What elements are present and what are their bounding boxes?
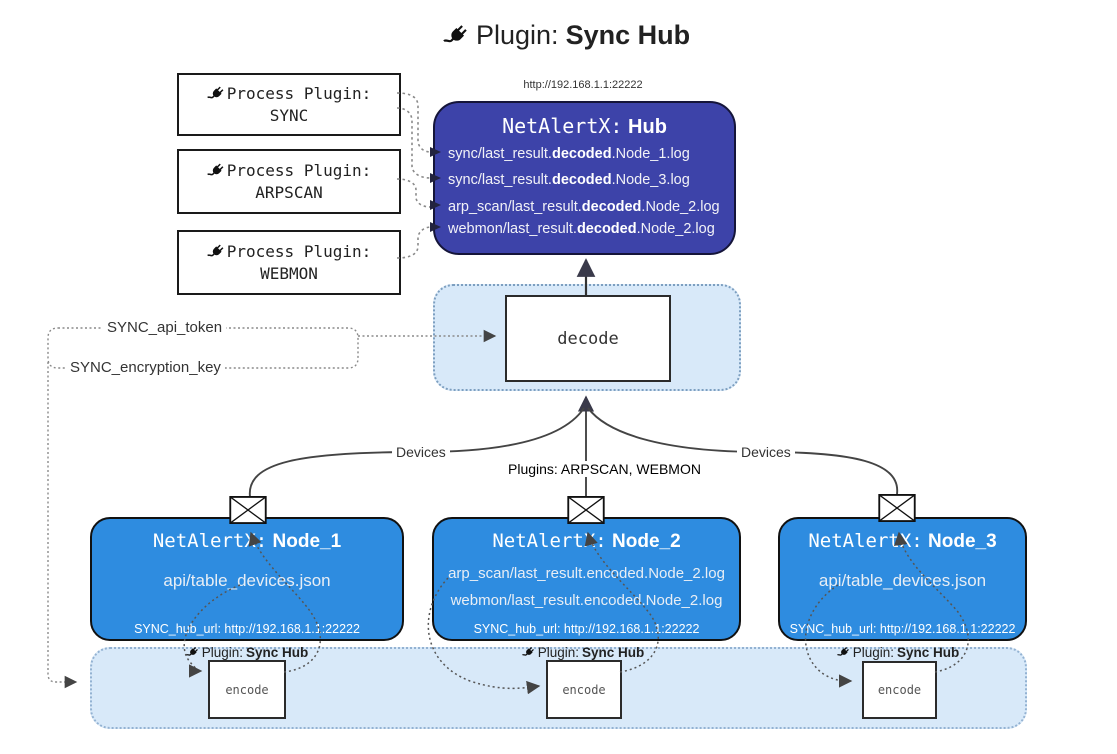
hub-url: http://192.168.1.1:22222 — [523, 79, 643, 91]
process-plugin-name: SYNC — [269, 106, 309, 125]
hub-log-line: webmon/last_result.decoded.Node_2.log — [448, 221, 715, 237]
hub-log-line: sync/last_result.decoded.Node_3.log — [448, 172, 690, 188]
encode-plugin-label: Plugin:Sync Hub — [152, 645, 342, 660]
plug-icon — [443, 24, 467, 42]
process-to-hub-links — [396, 92, 432, 259]
node-footer: SYNC_hub_url: http://192.168.1.1:22222 — [473, 622, 700, 636]
process-plugin-sync: Process Plugin: SYNC — [177, 73, 401, 136]
envelope-icon — [878, 494, 916, 522]
plug-icon — [185, 647, 198, 656]
node-3-box: NetAlertX: Node_3 api/table_devices.json… — [778, 517, 1027, 641]
decode-box: decode — [505, 295, 671, 382]
plug-icon — [206, 244, 224, 256]
hub-log-line: sync/last_result.decoded.Node_1.log — [448, 146, 690, 162]
node-footer: SYNC_hub_url: http://192.168.1.1:22222 — [789, 622, 1016, 636]
node-title: NetAlertX: Node_1 — [152, 530, 342, 552]
node-footer: SYNC_hub_url: http://192.168.1.1:22222 — [134, 622, 360, 636]
encode-box-2: encode — [546, 660, 622, 719]
plug-icon — [521, 647, 534, 656]
sync-api-token-label: SYNC_api_token — [103, 319, 227, 336]
hub-box: NetAlertX: Hub sync/last_result.decoded.… — [433, 101, 736, 255]
plug-icon — [206, 163, 224, 175]
node-file-line: api/table_devices.json — [163, 571, 331, 590]
process-plugin-label: Process Plugin: — [226, 242, 372, 261]
node-file-line: webmon/last_result.encoded.Node_2.log — [450, 592, 723, 609]
process-plugin-arpscan: Process Plugin: ARPSCAN — [177, 149, 401, 214]
hub-title: NetAlertX: Hub — [435, 114, 734, 139]
process-plugin-label: Process Plugin: — [226, 161, 372, 180]
plug-icon — [836, 647, 849, 656]
node-file-line: arp_scan/last_result.encoded.Node_2.log — [448, 565, 725, 582]
node-file-line: api/table_devices.json — [818, 571, 987, 590]
node-1-box: NetAlertX: Node_1 api/table_devices.json… — [90, 517, 404, 641]
hub-log-line: arp_scan/last_result.decoded.Node_2.log — [448, 199, 720, 215]
hub-title-name: Hub — [628, 116, 667, 138]
hub-title-prefix: NetAlertX: — [502, 114, 623, 138]
envelope-icon — [567, 496, 605, 524]
encode-plugin-label: Plugin:Sync Hub — [803, 645, 993, 660]
sync-encryption-key-label: SYNC_encryption_key — [66, 359, 225, 376]
plugins-label: Plugins: ARPSCAN, WEBMON — [505, 461, 704, 477]
encode-box-1: encode — [208, 660, 286, 719]
process-plugin-webmon: Process Plugin: WEBMON — [177, 230, 401, 295]
node-title: NetAlertX: Node_3 — [808, 530, 997, 552]
process-plugin-name: WEBMON — [260, 264, 318, 283]
node-title: NetAlertX: Node_2 — [492, 530, 681, 552]
page-title: Plugin: Sync Hub — [443, 20, 690, 51]
node-2-box: NetAlertX: Node_2 arp_scan/last_result.e… — [432, 517, 741, 641]
encode-box-3: encode — [862, 661, 937, 719]
node-to-decode-links — [249, 395, 899, 498]
process-plugin-label: Process Plugin: — [226, 84, 372, 103]
plug-icon — [206, 86, 224, 98]
title-name: Sync Hub — [565, 20, 691, 50]
encode-plugin-label: Plugin:Sync Hub — [488, 645, 678, 660]
process-plugin-name: ARPSCAN — [255, 183, 323, 202]
title-prefix: Plugin: — [476, 20, 559, 50]
devices-label-left: Devices — [392, 444, 450, 460]
devices-label-right: Devices — [737, 444, 795, 460]
envelope-icon — [229, 496, 267, 524]
